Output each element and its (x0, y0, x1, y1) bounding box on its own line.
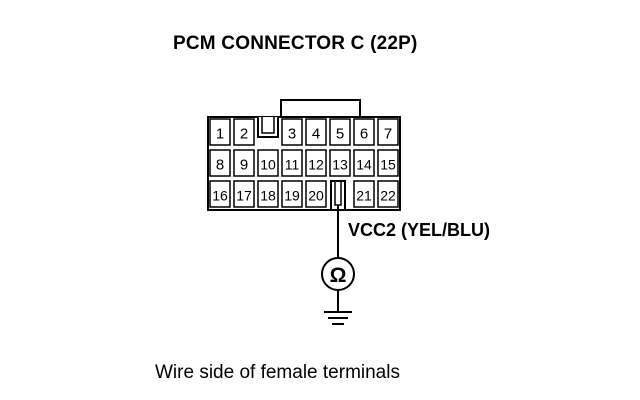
terminal-cell-17 (233, 180, 255, 208)
terminal-number-4: 4 (312, 126, 320, 143)
probe-tip (334, 181, 342, 206)
terminal-cell-4 (305, 118, 327, 146)
terminal-cell-13 (329, 149, 351, 177)
terminal-cell-18 (257, 180, 279, 208)
terminal-number-6: 6 (360, 126, 368, 143)
terminal-number-17: 17 (236, 188, 252, 204)
terminal-number-5: 5 (336, 126, 344, 143)
diagram-title: PCM CONNECTOR C (22P) (173, 33, 418, 54)
terminal-cell-20 (305, 180, 327, 208)
connector-lock-tab (280, 99, 361, 117)
terminal-cell-7 (377, 118, 399, 146)
terminal-cell-8 (209, 149, 231, 177)
terminal-cell-3 (281, 118, 303, 146)
terminal-cell-10 (257, 149, 279, 177)
terminal-cell-22 (377, 180, 399, 208)
connector-key-notch-inner (261, 117, 275, 134)
terminal-number-18: 18 (260, 188, 276, 204)
terminal-number-11: 11 (285, 157, 300, 173)
diagram-caption: Wire side of female terminals (155, 362, 400, 383)
terminal-number-1: 1 (216, 126, 224, 143)
connector-body (207, 116, 401, 211)
terminal-cell-19 (281, 180, 303, 208)
empty-slot-probe (330, 180, 346, 210)
terminal-number-14: 14 (356, 157, 372, 173)
terminal-cell-14 (353, 149, 375, 177)
terminal-cell-5 (329, 118, 351, 146)
terminal-number-8: 8 (216, 157, 224, 174)
terminal-number-13: 13 (332, 157, 348, 173)
ohm-symbol: Ω (330, 264, 347, 287)
terminal-cell-2 (233, 118, 255, 146)
terminal-number-9: 9 (240, 157, 248, 174)
terminal-number-20: 20 (308, 188, 324, 204)
terminal-cell-15 (377, 149, 399, 177)
terminal-cell-12 (305, 149, 327, 177)
terminal-cell-21 (353, 180, 375, 208)
terminal-number-21: 21 (356, 188, 372, 204)
terminal-number-10: 10 (260, 157, 276, 173)
terminal-cell-1 (209, 118, 231, 146)
terminal-number-3: 3 (288, 126, 296, 143)
terminal-cell-6 (353, 118, 375, 146)
connector-key-notch (257, 117, 279, 138)
terminal-number-2: 2 (240, 126, 248, 143)
terminal-cell-9 (233, 149, 255, 177)
connector-key-notch-fill (258, 117, 278, 143)
terminal-number-22: 22 (380, 188, 396, 204)
terminal-number-7: 7 (384, 126, 392, 143)
terminal-cell-16 (209, 180, 231, 208)
wire-label: VCC2 (YEL/BLU) (348, 220, 491, 240)
terminal-cell-11 (281, 149, 303, 177)
terminal-number-19: 19 (284, 188, 300, 204)
terminal-number-15: 15 (380, 157, 396, 173)
ground-icon (324, 311, 352, 325)
terminal-number-12: 12 (308, 157, 324, 173)
terminal-number-16: 16 (212, 188, 228, 204)
